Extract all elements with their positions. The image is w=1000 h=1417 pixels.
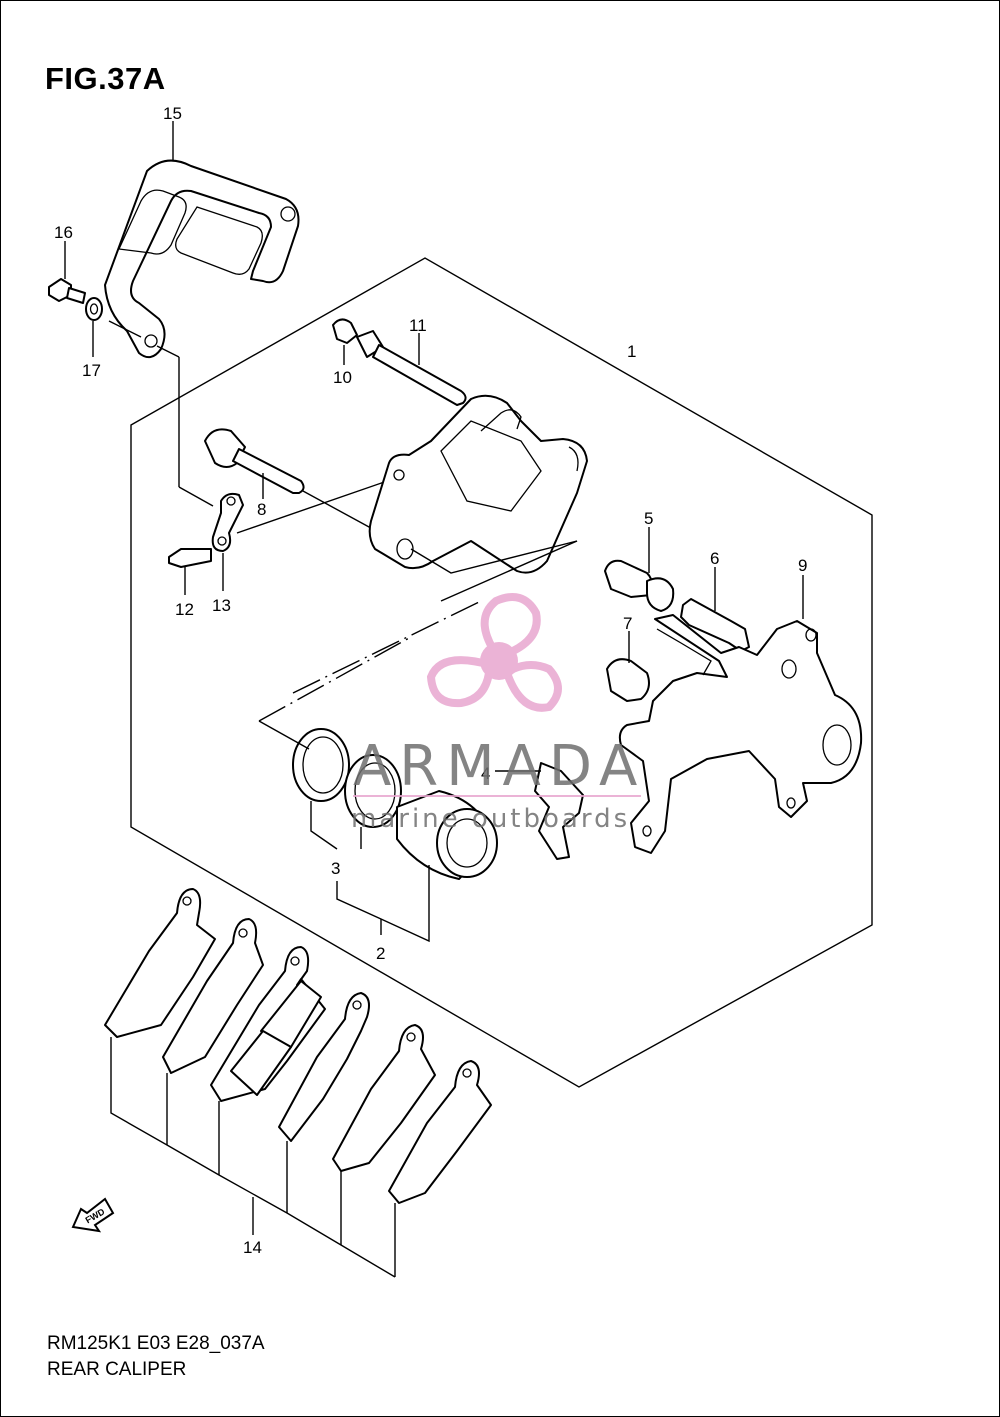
callout-10: 10 (333, 368, 352, 387)
callout-6: 6 (710, 549, 719, 568)
callout-3: 3 (331, 859, 340, 878)
watermark-tagline: marine outboards (351, 804, 630, 834)
callout-5: 5 (644, 509, 653, 528)
callout-1: 1 (627, 342, 636, 361)
diagram-caption: REAR CALIPER (47, 1359, 187, 1380)
callout-14: 14 (243, 1238, 262, 1257)
callout-16: 16 (54, 223, 73, 242)
fwd-arrow-icon: FWD (71, 1197, 115, 1233)
part-caliper-holder (618, 614, 863, 854)
callout-4: 4 (481, 764, 490, 783)
part-pad-spring (534, 762, 584, 860)
part-slide-pin (204, 428, 305, 494)
callout-17: 17 (82, 361, 101, 380)
part-piston-seals (292, 728, 402, 828)
part-guard (104, 159, 300, 359)
part-bleeder-valve (168, 548, 212, 568)
model-code: RM125K1 E03 E28_037A (47, 1333, 265, 1354)
part-boot (606, 658, 650, 702)
part-boot-and-pin (332, 318, 467, 406)
part-washer (85, 297, 103, 321)
callout-12: 12 (175, 600, 194, 619)
callout-8: 8 (257, 500, 266, 519)
callout-13: 13 (212, 596, 231, 615)
part-caliper-body (368, 394, 588, 574)
callout-9: 9 (798, 556, 807, 575)
part-bracket (211, 492, 244, 552)
watermark: ARMADA marine outboards (351, 593, 645, 834)
callout-15: 15 (163, 104, 182, 123)
callout-11: 11 (409, 316, 427, 335)
figure-title: FIG.37A (45, 61, 166, 96)
propeller-icon (426, 593, 562, 712)
callout-2: 2 (376, 944, 385, 963)
callout-7: 7 (623, 614, 632, 633)
part-bolt (48, 278, 86, 304)
part-brake-pads (104, 888, 492, 1204)
assembly-outline (130, 257, 873, 1088)
part-pin (604, 559, 675, 612)
part-piston (396, 790, 498, 880)
watermark-brand: ARMADA (353, 734, 645, 799)
